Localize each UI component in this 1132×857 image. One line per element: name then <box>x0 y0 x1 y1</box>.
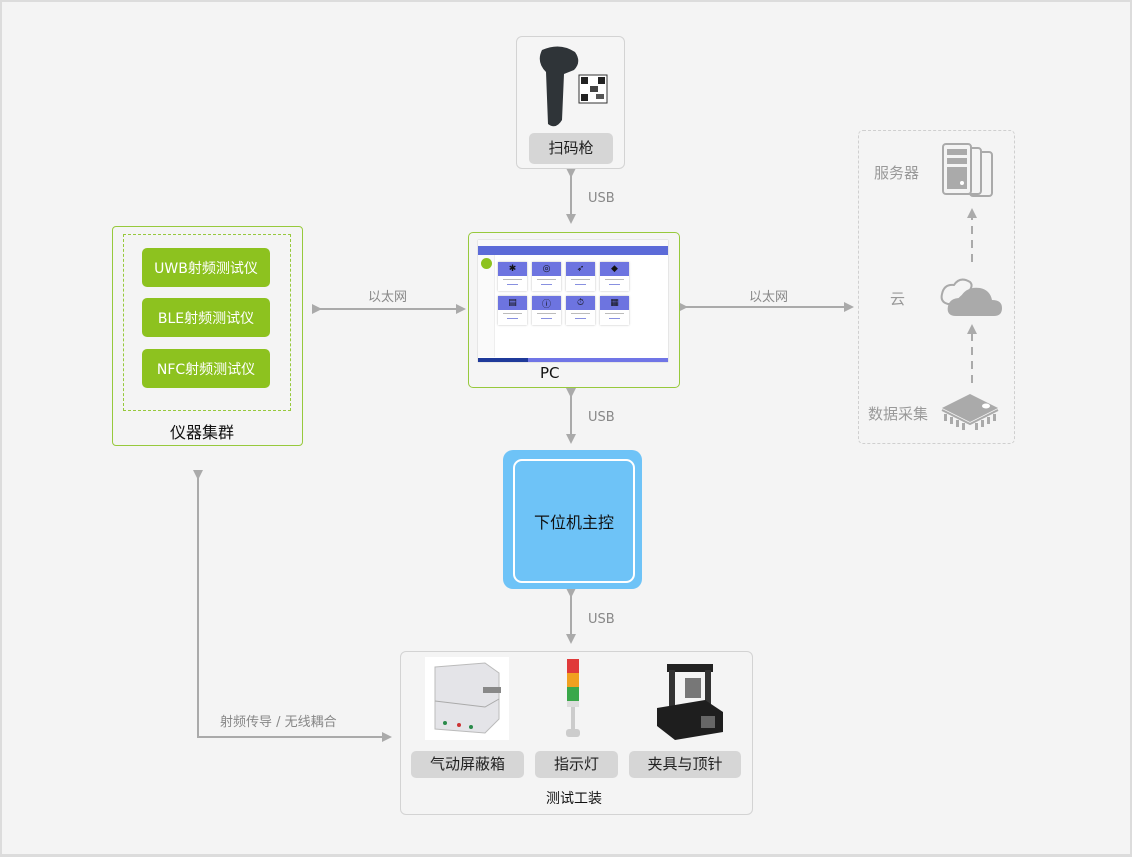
scanner-label: 扫码枪 <box>529 133 613 164</box>
chip-icon <box>941 394 999 430</box>
fixture-shield-box: 气动屏蔽箱 <box>411 751 524 778</box>
instrument-nfc: NFC射频测试仪 <box>142 349 270 388</box>
screen-toolbar <box>478 246 668 255</box>
screen-card: ⏱ <box>566 296 595 325</box>
server-icon <box>942 143 993 197</box>
cluster-title: 仪器集群 <box>170 423 235 442</box>
shield-box-image <box>425 657 509 740</box>
screen-card: ▤ <box>498 296 527 325</box>
data-collect-label: 数据采集 <box>868 405 929 423</box>
screen-card: ◆ <box>600 262 629 291</box>
instrument-cluster-inner <box>123 234 291 411</box>
cloud-icon <box>940 278 1002 316</box>
mcu-label: 下位机主控 <box>513 459 635 583</box>
screen-progress-fill <box>478 358 528 362</box>
fixture-jig-image <box>657 664 723 740</box>
screen-card: ▦ <box>600 296 629 325</box>
screen-card: ✱ <box>498 262 527 291</box>
fixture-indicator-light: 指示灯 <box>535 751 618 778</box>
screen-titlebar <box>478 240 668 246</box>
fixture-jig: 夹具与顶针 <box>629 751 741 778</box>
instrument-ble: BLE射频测试仪 <box>142 298 270 337</box>
screen-progress-track <box>478 358 668 362</box>
pc-label: PC <box>540 364 560 382</box>
usb-label-middle: USB <box>588 410 615 425</box>
instrument-cluster <box>112 226 303 446</box>
screen-card: ◎ <box>532 262 561 291</box>
ethernet-label-left: 以太网 <box>368 290 408 305</box>
test-fixture-group <box>400 651 753 815</box>
pc-screen-mockup: ✱ ◎ ➶ ◆ ▤ ⓘ ⏱ ▦ <box>478 240 668 362</box>
usb-label-top: USB <box>588 191 615 206</box>
usb-label-bottom: USB <box>588 612 615 627</box>
indicator-light-image <box>566 659 580 737</box>
cloud-group <box>858 130 1015 444</box>
cloud-label: 云 <box>890 290 906 308</box>
mcu-node <box>503 450 642 589</box>
screen-card: ⓘ <box>532 296 561 325</box>
ethernet-label-right: 以太网 <box>749 290 789 305</box>
server-label: 服务器 <box>874 164 920 182</box>
screen-run-button <box>480 258 492 269</box>
fixture-group-title: 测试工装 <box>546 791 602 807</box>
instrument-uwb: UWB射频测试仪 <box>142 248 270 287</box>
screen-sidebar <box>478 255 495 357</box>
rf-link-arrow <box>193 470 392 742</box>
screen-card: ➶ <box>566 262 595 291</box>
rf-link-label: 射频传导 / 无线耦合 <box>220 715 337 730</box>
barcode-scanner-icon <box>539 46 608 127</box>
